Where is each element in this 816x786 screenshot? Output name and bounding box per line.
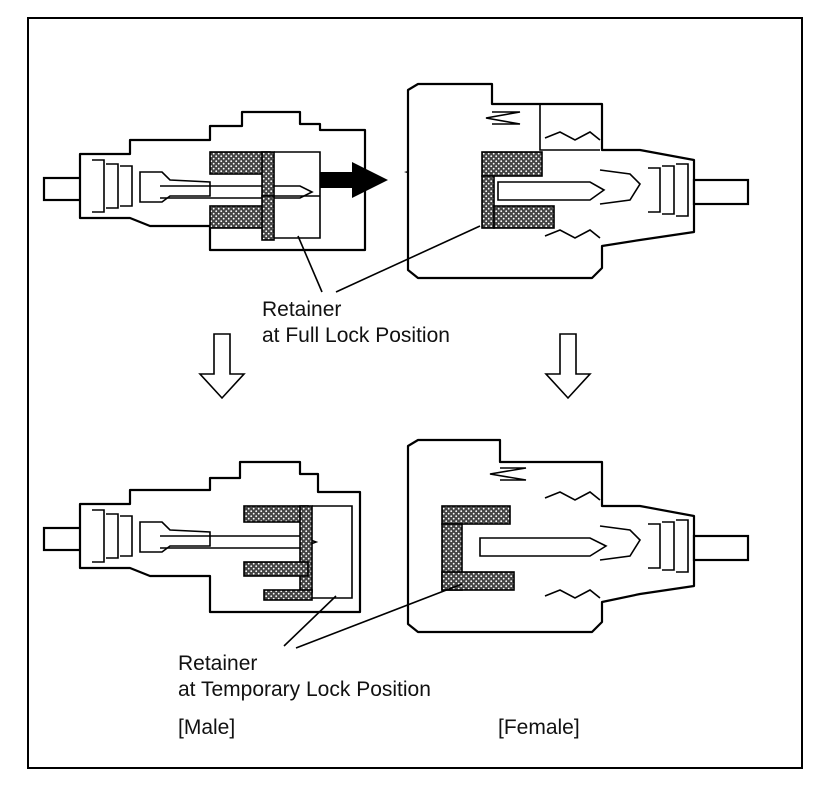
label-full-lock-position: at Full Lock Position [262,324,450,347]
label-male: [Male] [178,716,236,739]
female-connector-top [406,82,750,280]
arrow-right-icon [320,162,388,198]
male-connector-bottom [42,460,362,614]
arrow-down-outline-icon [198,333,246,400]
label-female: [Female] [498,716,580,739]
female-connector-bottom [406,438,750,634]
male-top-retainer-lower [209,205,271,229]
diagram-frame [27,17,803,769]
female-top-retainer-upper [481,151,543,177]
female-bottom-retainer-upper [441,505,511,525]
female-top-retainer-lower [493,205,555,229]
leader-temp-male [283,595,337,647]
male-bottom-housing [78,460,362,614]
male-top-retainer-upper [209,151,271,175]
female-top-housing [406,82,696,280]
leader-full-female [335,225,481,293]
label-retainer-temp: Retainer [178,652,258,675]
male-top-housing [78,110,367,252]
female-top-wire [692,178,750,206]
male-bottom-retainer-upper [243,505,309,523]
male-connector-top [42,110,367,252]
female-bottom-wire [692,534,750,562]
leader-full-male [297,235,323,293]
arrow-down-outline-icon [544,333,592,400]
male-bottom-retainer-lower [243,561,309,577]
label-temporary-lock-position: at Temporary Lock Position [178,678,431,701]
leader-temp-female [295,583,463,649]
label-retainer-full: Retainer [262,298,342,321]
